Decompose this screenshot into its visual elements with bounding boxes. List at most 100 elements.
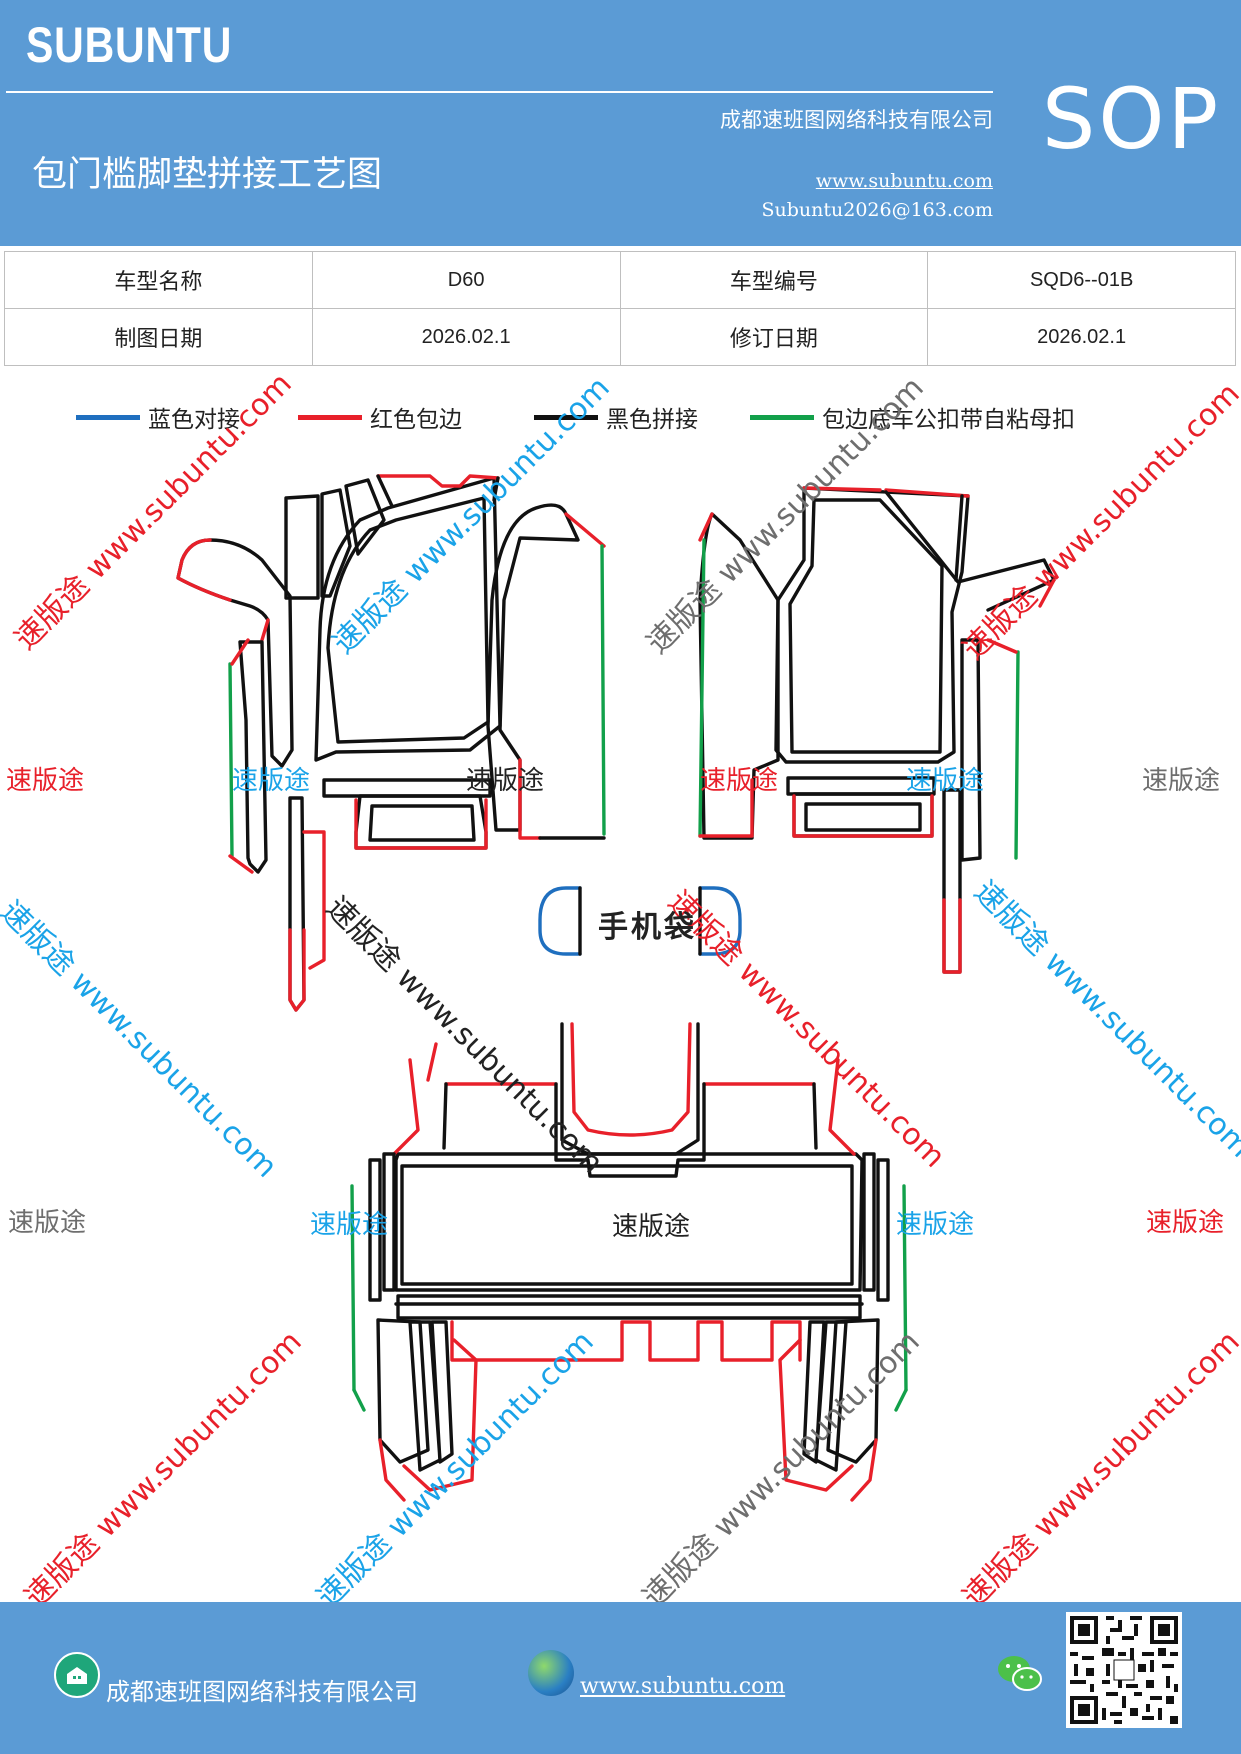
- mat-edge-black: [442, 1082, 818, 1178]
- mat-strip: [368, 1158, 890, 1302]
- mat-edge-green: [600, 544, 606, 836]
- mat-rail: [322, 778, 492, 798]
- mat-edge-red: [942, 898, 962, 974]
- mat-edge-red: [378, 1338, 478, 1502]
- mat-edge-red: [518, 512, 606, 840]
- mat-strip: [368, 804, 476, 842]
- mat-edge-green: [228, 662, 234, 858]
- wechat-icon[interactable]: [996, 1652, 1044, 1696]
- table-row: 车型名称 D60 车型编号 SQD6--01B: [4, 251, 1236, 309]
- mat-edge-red: [392, 1042, 856, 1156]
- mat-edge-red: [450, 1320, 802, 1362]
- globe-icon: [528, 1650, 574, 1696]
- watermark-text: 速版途: [1142, 766, 1221, 796]
- header-website-link[interactable]: www.subuntu.com: [815, 170, 993, 192]
- mat-panel-rear-inner: [400, 1164, 854, 1286]
- header-divider: [6, 91, 993, 93]
- legend-swatch-red: [298, 414, 362, 420]
- header-email: Subuntu2026@163.com: [761, 199, 993, 221]
- mat-edge-green: [352, 1388, 908, 1412]
- footer-website-link[interactable]: www.subuntu.com: [580, 1674, 786, 1699]
- mat-rail: [396, 1294, 862, 1320]
- mat-edge-red: [376, 474, 500, 488]
- mat-panel-front-right-inner: [788, 498, 944, 754]
- watermark-text: 速版途: [310, 1210, 389, 1240]
- mat-post: [960, 638, 982, 862]
- mat-strip: [804, 802, 922, 832]
- mat-edge-red: [570, 1022, 692, 1137]
- mat-panel-front-left: [314, 476, 502, 762]
- mat-rail: [786, 776, 936, 796]
- watermark-text: 速版途: [906, 766, 985, 796]
- mat-leg-left: [376, 1318, 430, 1464]
- legend-swatch-blue: [76, 414, 140, 420]
- header-company-name: 成都速班图网络科技有限公司: [720, 108, 993, 132]
- legend-label: 红色包边: [370, 407, 462, 433]
- table-cell-label: 修订日期: [619, 308, 929, 366]
- document-title: 包门槛脚垫拼接工艺图: [32, 155, 383, 195]
- mat-edge-red: [792, 794, 934, 838]
- mat-edge-green: [1014, 650, 1020, 860]
- mat-strip: [320, 488, 352, 598]
- mat-leg-right: [802, 1320, 848, 1472]
- floor-mat-diagram: [176, 474, 1056, 1502]
- phone-bag-left-shape: [538, 886, 582, 956]
- mat-edge-green: [698, 538, 706, 838]
- table-cell-value: 2026.02.1: [311, 308, 621, 366]
- mat-edge-red: [176, 538, 270, 642]
- mat-panel-front-left-inner: [326, 496, 490, 744]
- watermark-text: 速版途: [232, 766, 311, 796]
- vehicle-info-table: 车型名称 D60 车型编号 SQD6--01B 制图日期 2026.02.1 修…: [4, 251, 1236, 366]
- sop-label: SOP: [1042, 70, 1222, 168]
- legend-swatch-green: [750, 414, 814, 420]
- mat-strip: [884, 490, 1056, 612]
- mat-edge-red: [288, 830, 326, 1012]
- mat-piece-left-strip: [238, 640, 268, 874]
- mat-notch: [560, 1022, 700, 1156]
- table-cell-value: D60: [311, 251, 621, 309]
- legend-label: 黑色拼接: [606, 407, 698, 433]
- page-header: SUBUNTU 成都速班图网络科技有限公司 包门槛脚垫拼接工艺图 www.sub…: [0, 0, 1241, 246]
- phone-bag: 手机袋: [590, 902, 705, 946]
- mat-leg-left: [408, 1320, 454, 1472]
- brand-logo-text: SUBUNTU: [26, 17, 233, 73]
- watermark-text: 速版途: [700, 766, 779, 796]
- mat-edge-red: [778, 1338, 878, 1502]
- watermark-text: 速版途: [1146, 1208, 1225, 1238]
- table-cell-label: 车型编号: [619, 251, 929, 309]
- mat-edge-red: [802, 486, 970, 498]
- mat-panel-front-right: [774, 486, 970, 764]
- table-cell-value: 2026.02.1: [927, 308, 1236, 366]
- mat-edge-red: [698, 512, 754, 838]
- page-footer: 成都速班图网络科技有限公司 www.subuntu.com: [0, 1602, 1241, 1754]
- watermark-text: 速版途: [896, 1210, 975, 1240]
- legend-swatch-black: [534, 414, 598, 420]
- watermark-text: 速版途: [8, 1208, 87, 1238]
- mat-strip: [344, 478, 386, 556]
- phone-bag-label: 手机袋: [598, 910, 697, 945]
- table-row: 制图日期 2026.02.1 修订日期 2026.02.1: [4, 308, 1236, 366]
- table-cell-value: SQD6--01B: [927, 251, 1236, 309]
- table-cell-label: 车型名称: [4, 251, 313, 309]
- watermark-text: 速版途: [466, 766, 545, 796]
- mat-strip: [376, 474, 500, 508]
- mat-strip: [954, 494, 964, 582]
- legend-item-blue: 蓝色对接: [76, 400, 240, 434]
- legend-label: 蓝色对接: [148, 407, 240, 433]
- mat-edge-red: [986, 578, 1056, 654]
- mat-edge-red: [228, 638, 254, 874]
- phone-bag-right-shape: [698, 886, 742, 956]
- mat-post: [942, 788, 962, 974]
- legend-item-red: 红色包边: [298, 400, 462, 434]
- mat-post: [288, 796, 306, 1012]
- building-icon: [54, 1652, 100, 1698]
- mat-strip: [382, 1152, 876, 1292]
- qr-code: [1066, 1612, 1182, 1728]
- legend-label: 包边底车公扣带自粘母扣: [822, 407, 1075, 433]
- legend-item-black: 黑色拼接: [534, 400, 698, 434]
- table-cell-label: 制图日期: [4, 308, 313, 366]
- mat-panel-rear: [394, 1152, 864, 1292]
- mat-strip: [284, 494, 320, 600]
- legend-item-green: 包边底车公扣带自粘母扣: [750, 400, 1075, 434]
- mat-edge-red: [354, 798, 488, 850]
